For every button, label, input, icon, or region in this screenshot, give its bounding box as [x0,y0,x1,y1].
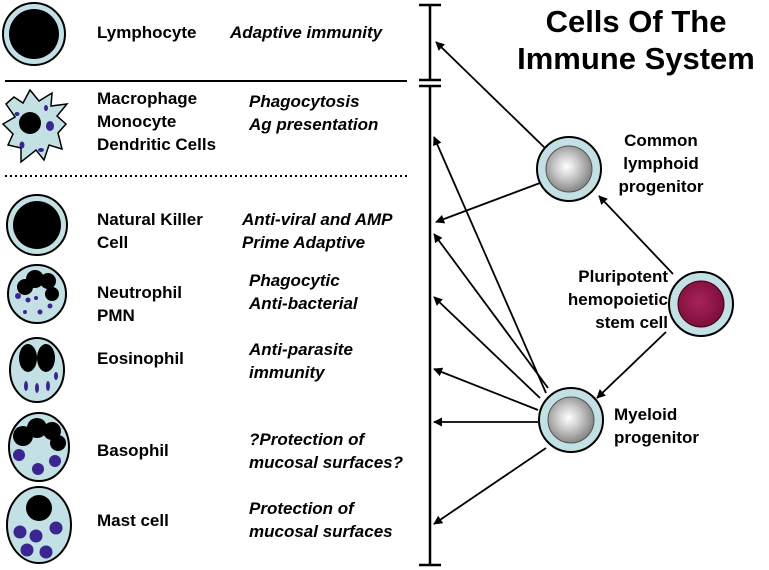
arrow-myeloid-to-eosinophil [433,367,539,411]
mast-name: Mast cell [97,511,169,530]
nk-name: Natural Killer Cell [97,210,203,252]
stem-cell-label: Pluripotent hemopoietic stem cell [567,267,668,332]
basophil-cell [8,412,70,482]
macrophage-name: Macrophage Monocyte Dendritic Cells [97,89,217,154]
basophil-role: ?Protection of mucosal surfaces? [249,430,404,472]
lymphoid-progenitor-cell [536,136,602,202]
myeloid-progenitor-label: Myeloid progenitor [614,405,699,447]
bracket-lymphocyte [419,3,441,82]
nk-cell [6,194,68,256]
mast-cell [6,486,72,564]
macrophage-role: Phagocytosis Ag presentation [249,92,379,134]
arrow-myeloid-to-mast [433,447,547,525]
bracket-innate [419,84,441,567]
title-line-1: Cells Of The [545,4,727,39]
stem-cell [668,271,734,337]
basophil-name: Basophil [97,441,169,460]
eosinophil-cell [9,337,65,403]
arrow-lymphoid-to-nk [435,182,541,224]
arrow-myeloid-to-macrophage [433,136,547,394]
arrow-myeloid-to-neutrophil [433,296,541,399]
arrow-stem-to-lymphoid [598,195,674,275]
neutrophil-role: Phagocytic Anti-bacterial [249,271,358,313]
nk-role: Anti-viral and AMP Prime Adaptive [242,210,393,252]
diagram-title: Cells Of The Immune System [513,3,759,77]
title-line-2: Immune System [517,41,755,76]
arrow-myeloid-to-nk [433,233,549,389]
neutrophil-cell [7,264,67,324]
eosinophil-role: Anti-parasite immunity [249,340,353,382]
mast-role: Protection of mucosal surfaces [249,499,393,541]
arrow-lymphoid-to-lymphocyte [435,41,546,149]
myeloid-progenitor-cell [538,387,604,453]
lymphoid-progenitor-label: Common lymphoid progenitor [618,131,704,196]
lymphocyte-cell [2,2,66,66]
lymphocyte-role: Adaptive immunity [230,23,383,42]
neutrophil-name: Neutrophil PMN [97,283,182,325]
arrow-stem-to-myeloid [596,331,667,399]
eosinophil-name: Eosinophil [97,349,184,368]
macrophage-cell [1,88,69,164]
lymphocyte-name: Lymphocyte [97,23,197,42]
arrows [433,41,674,525]
